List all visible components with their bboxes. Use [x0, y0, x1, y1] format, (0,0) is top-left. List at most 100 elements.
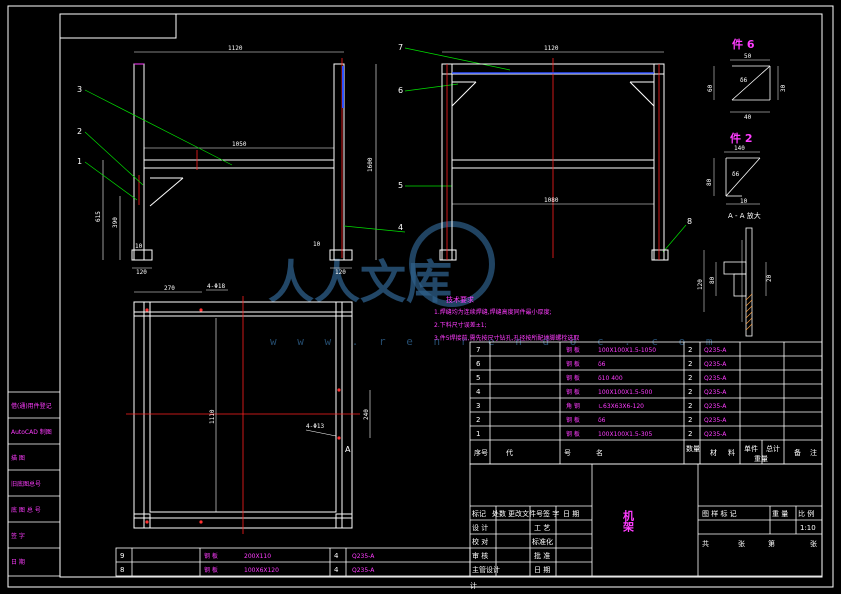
dim-front-left-h2: 390	[112, 217, 119, 228]
dim-front-foot: 120	[136, 269, 147, 276]
side-view-dims	[442, 51, 664, 205]
bom-row-spec: ∟63X63X6-120	[598, 403, 644, 410]
tech-title: 技术要求	[446, 295, 474, 304]
bom-h-rem2: 注	[810, 448, 817, 457]
callout-4: 4	[398, 223, 403, 232]
bom-h-mat1: 材	[710, 448, 717, 457]
bom-h-qty: 数量	[686, 444, 700, 453]
tb-check: 校 对	[472, 537, 488, 546]
bom-h-code2: 号	[564, 449, 571, 457]
detail-part6	[713, 59, 779, 113]
dim-p6-b: 60	[707, 84, 714, 92]
watermark-url: w w w . r e n r e n d o c . c o m	[270, 335, 720, 348]
bom-row-name: 钢 板	[566, 388, 580, 396]
dim-sec-c: 20	[766, 274, 773, 282]
bom-row-no: 1	[476, 430, 480, 438]
dim-front-foot2: 120	[335, 269, 346, 276]
tb-date: 日 期	[563, 510, 579, 518]
bom-row-mat: Q235-A	[704, 361, 727, 368]
bom-row-mat: Q235-A	[704, 417, 727, 424]
dim-plan-h: 1110	[209, 409, 216, 424]
callout-2: 2	[77, 127, 82, 136]
bom-row-mat: Q235-A	[704, 403, 727, 410]
tb-chief: 主管设计	[472, 565, 500, 574]
dim-front-t: 10	[135, 243, 143, 250]
lower-bom-row-no: 9	[120, 552, 124, 560]
tb-sheet-total: 共	[702, 539, 709, 548]
tb-count: 处数	[492, 509, 506, 518]
bom-row-name: 钢 板	[566, 416, 580, 424]
tb-scale-label: 比 例	[798, 509, 814, 518]
bom-row-no: 5	[476, 374, 480, 382]
detail-section-aa	[703, 227, 767, 337]
code-box	[59, 13, 177, 39]
tb-std: 标准化	[532, 537, 553, 546]
bom-h-code1: 代	[506, 448, 513, 457]
section-hatch	[745, 293, 753, 331]
tb-audit: 审 核	[472, 551, 488, 560]
detail-part2-title: 件 2	[730, 131, 752, 145]
bom-row-qty: 2	[688, 430, 692, 438]
bom-row-qty: 2	[688, 388, 692, 396]
plan-view-dims	[134, 289, 371, 512]
bom-row-spec: 100X100X1.5-305	[598, 431, 652, 438]
bom-row-name: 钢 板	[566, 374, 580, 382]
bom-row-spec: δ6	[598, 361, 606, 368]
tb-sheet-unit: 张	[738, 539, 745, 548]
bom-h-no: 序号	[474, 448, 488, 457]
bom-h-total: 总计	[766, 444, 780, 453]
bom-h-weight: 重量	[754, 455, 768, 463]
bom-h-unit: 单件	[744, 444, 758, 453]
dim-sec-a: 120	[697, 279, 704, 290]
lower-bom-row-qty: 4	[334, 552, 339, 560]
dim-side-width: 1120	[544, 45, 559, 52]
bom-row-spec: 100X100X1.5-500	[598, 389, 652, 396]
callout-leaders	[84, 47, 687, 253]
tb-weight-label: 重 量	[772, 510, 788, 518]
dim-front-left-h: 615	[95, 211, 102, 222]
bom-row-no: 3	[476, 402, 480, 410]
lower-bom-row-name: 钢 板	[204, 566, 218, 574]
lower-bom-row-name: 钢 板	[204, 552, 218, 560]
lower-bom-row-no: 8	[120, 566, 124, 574]
dim-front-height: 1600	[367, 157, 374, 172]
tb-stage-label: 图 样 标 记	[702, 509, 737, 518]
side-registration-label: 借(通)用件登记	[11, 402, 52, 410]
bom-row-mat: Q235-A	[704, 389, 727, 396]
bom-row-no: 4	[476, 388, 481, 396]
tb-sign: 签 字	[543, 509, 559, 518]
side-view-centerlines	[446, 58, 660, 260]
dim-p6-d: 40	[744, 114, 752, 121]
bom-h-name1: 名	[596, 448, 603, 457]
bom-h-rem1: 备	[794, 448, 801, 457]
callout-1: 1	[77, 157, 82, 166]
lower-bom-row-spec: 200X110	[244, 553, 271, 560]
dim-front-t2: 10	[313, 241, 321, 248]
part-title: 机架	[622, 509, 636, 533]
dim-front-width: 1120	[228, 45, 243, 52]
bom-row-mat: Q235-A	[704, 431, 727, 438]
callout-8: 8	[687, 217, 692, 226]
tb-sheet-unit2: 张	[810, 539, 817, 548]
dim-sec-b: 80	[709, 276, 716, 284]
bom-h-mat2: 料	[728, 448, 735, 457]
bom-row-spec: 100X100X1.5-1050	[598, 347, 656, 354]
dim-plan-side: 240	[363, 409, 370, 420]
side-registration-block	[7, 391, 61, 577]
side-registration-label: 签 字	[11, 532, 25, 540]
side-registration-label: 底 图 总 号	[11, 506, 41, 514]
dim-plan-hole: 4-Φ18	[207, 283, 225, 290]
tb-scale: 1:10	[800, 524, 816, 532]
bottom-mark: 计	[470, 581, 477, 590]
dim-plan-w: 270	[164, 285, 175, 292]
tb-process: 工 艺	[534, 524, 550, 532]
tech-note-1: 1.焊缝均为连续焊缝,焊缝高度同件最小厚度;	[434, 308, 552, 316]
tech-note-2: 2.下料尺寸误差±1;	[434, 321, 487, 329]
bom-row-qty: 2	[688, 416, 692, 424]
bom-row-qty: 2	[688, 402, 692, 410]
